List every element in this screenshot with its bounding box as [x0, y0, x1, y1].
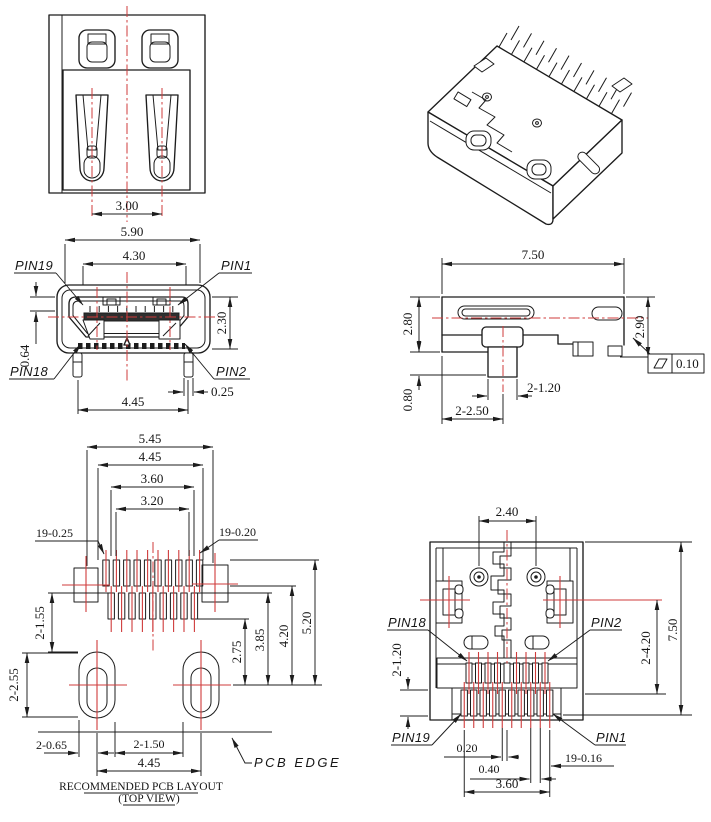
flatness-value: 0.10 — [676, 356, 699, 371]
pin-row-upper — [465, 662, 549, 684]
front-view-centerlines — [48, 272, 222, 382]
pin-row-lower — [460, 689, 554, 717]
bottom-view-centerlines — [420, 530, 662, 728]
bottom-pin2-label: PIN2 — [591, 615, 622, 630]
isometric-body — [427, 45, 633, 226]
pcb-layout-view: 5.45 4.45 3.60 3.20 19-0.25 19-0.20 2.75 — [6, 431, 341, 806]
latch-tab-left — [473, 57, 495, 73]
bottom-pin18-label: PIN18 — [388, 615, 427, 630]
front-view-dimensions: 5.90 4.30 2.30 0.64 0.25 4.45 — [17, 224, 238, 414]
front-leg-width-dim: 0.25 — [211, 384, 234, 399]
bottom-view: 2.40 2-4.20 7.50 2-1.20 0.20 0.40 — [387, 504, 692, 797]
side-view: 7.50 2.90 2.80 0.80 2-1.20 2-2.50 — [400, 247, 705, 424]
iso-foot-left — [465, 130, 492, 151]
rear-view-dimensions: 3.00 — [91, 198, 163, 217]
pcb-slot-gap-dim: 2-1.50 — [134, 737, 165, 751]
flatness-icon — [653, 358, 668, 369]
front-opening-width-dim: 4.30 — [123, 248, 146, 263]
front-opening-height-dim: 2.30 — [214, 312, 229, 335]
boss-right — [526, 567, 546, 587]
pcb-caption-line1: RECOMMENDED PCB LAYOUT — [59, 781, 223, 793]
rear-leg-pitch-dim: 3.00 — [116, 198, 139, 213]
front-shell-width-dim: 5.90 — [121, 224, 144, 239]
pcb-slot-width-dim: 2-0.65 — [36, 738, 67, 752]
bottom-row-span-dim: 3.60 — [496, 776, 519, 791]
top-zigzag-cut — [471, 91, 513, 153]
side-leg-position-dim: 2-2.50 — [455, 403, 489, 418]
bottom-view-dimensions: 2.40 2-4.20 7.50 2-1.20 0.20 0.40 — [389, 504, 692, 797]
side-view-dimensions: 7.50 2.90 2.80 0.80 2-1.20 2-2.50 — [400, 247, 655, 424]
front-leg-left — [72, 352, 83, 378]
side-view-outline — [441, 296, 625, 378]
bottom-pin-width-dim: 19-0.16 — [565, 751, 602, 765]
front-view-pin-labels: PIN19 PIN1 PIN18 PIN2 — [9, 258, 252, 380]
boss-left — [469, 567, 489, 587]
pcb-span360-dim: 3.60 — [141, 471, 164, 486]
contact-ticks — [89, 306, 174, 312]
isometric-view — [427, 25, 633, 226]
bottom-boss-pitch-dim: 2.40 — [496, 504, 519, 519]
pcb-notes: PCB EDGE RECOMMENDED PCB LAYOUT (TOP VIE… — [59, 737, 341, 806]
zigzag-seam-left — [490, 542, 505, 658]
side-height-above-board-dim: 2.80 — [400, 313, 415, 336]
pcb-centerlines — [62, 542, 238, 730]
side-overall-height-dim: 2.90 — [632, 316, 647, 339]
front-pin1-label: PIN1 — [221, 258, 252, 273]
pad-row-1 — [102, 559, 204, 587]
zigzag-seam-right — [497, 542, 512, 658]
pcb-pads-row1-label: 19-0.25 — [36, 526, 73, 540]
side-leg-width-dim: 2-1.20 — [527, 380, 561, 395]
front-pin19-label: PIN19 — [15, 258, 53, 273]
side-length-dim: 7.50 — [522, 247, 545, 262]
bottom-pin-length-dim: 2-1.20 — [389, 643, 404, 677]
isometric-pin-comb — [498, 25, 632, 114]
rear-view: 3.00 — [48, 6, 206, 222]
pcb-v275-dim: 2.75 — [229, 641, 244, 664]
bottom-row-offset-dim: 2-4.20 — [638, 631, 653, 665]
pcb-span545-dim: 5.45 — [139, 431, 162, 446]
pcb-edge-label: PCB EDGE — [254, 755, 341, 770]
pcb-pads — [38, 559, 272, 733]
front-leg-right — [183, 352, 194, 378]
side-view-centerlines — [432, 317, 648, 392]
front-pin18-label: PIN18 — [10, 364, 49, 379]
side-slot — [577, 151, 601, 175]
pcb-v420-dim: 4.20 — [276, 625, 291, 648]
pcb-slot-height-dim: 2-2.55 — [6, 668, 21, 702]
pcb-pads-row2-label: 19-0.20 — [219, 525, 256, 539]
pcb-v385-dim: 3.85 — [252, 629, 267, 652]
pcb-span445-dim: 4.45 — [139, 449, 162, 464]
pcb-pad-length-dim: 2-1.55 — [32, 606, 47, 640]
bottom-pin1-label: PIN1 — [596, 730, 627, 745]
bottom-length-dim: 7.50 — [665, 619, 680, 642]
front-leg-span-dim: 4.45 — [122, 394, 145, 409]
front-contact-height-dim: 0.64 — [17, 344, 32, 367]
iso-foot-right — [526, 159, 552, 180]
bottom-pin19-label: PIN19 — [392, 730, 430, 745]
bottom-view-pin-labels: PIN18 PIN2 PIN19 PIN1 — [387, 615, 627, 746]
front-view: 5.90 4.30 2.30 0.64 0.25 4.45 — [9, 224, 252, 414]
latch-tab-right — [611, 77, 633, 93]
bottom-row-stagger-dim: 0.20 — [457, 741, 478, 755]
front-pin2-label: PIN2 — [216, 364, 247, 379]
pcb-slot-span-dim: 4.45 — [138, 755, 161, 770]
flatness-tolerance-box: 0.10 — [632, 337, 705, 374]
rear-view-centerlines — [91, 6, 163, 222]
pcb-span320-dim: 3.20 — [141, 493, 164, 508]
pcb-v520-dim: 5.20 — [299, 612, 314, 635]
pcb-caption-line2: (TOP VIEW) — [118, 793, 180, 805]
pcb-dimensions: 5.45 4.45 3.60 3.20 19-0.25 19-0.20 2.75 — [6, 431, 322, 776]
bottom-pin-pitch-dim: 0.40 — [479, 762, 500, 776]
side-leg-depth-dim: 0.80 — [400, 389, 415, 412]
front-view-outline — [56, 284, 211, 378]
